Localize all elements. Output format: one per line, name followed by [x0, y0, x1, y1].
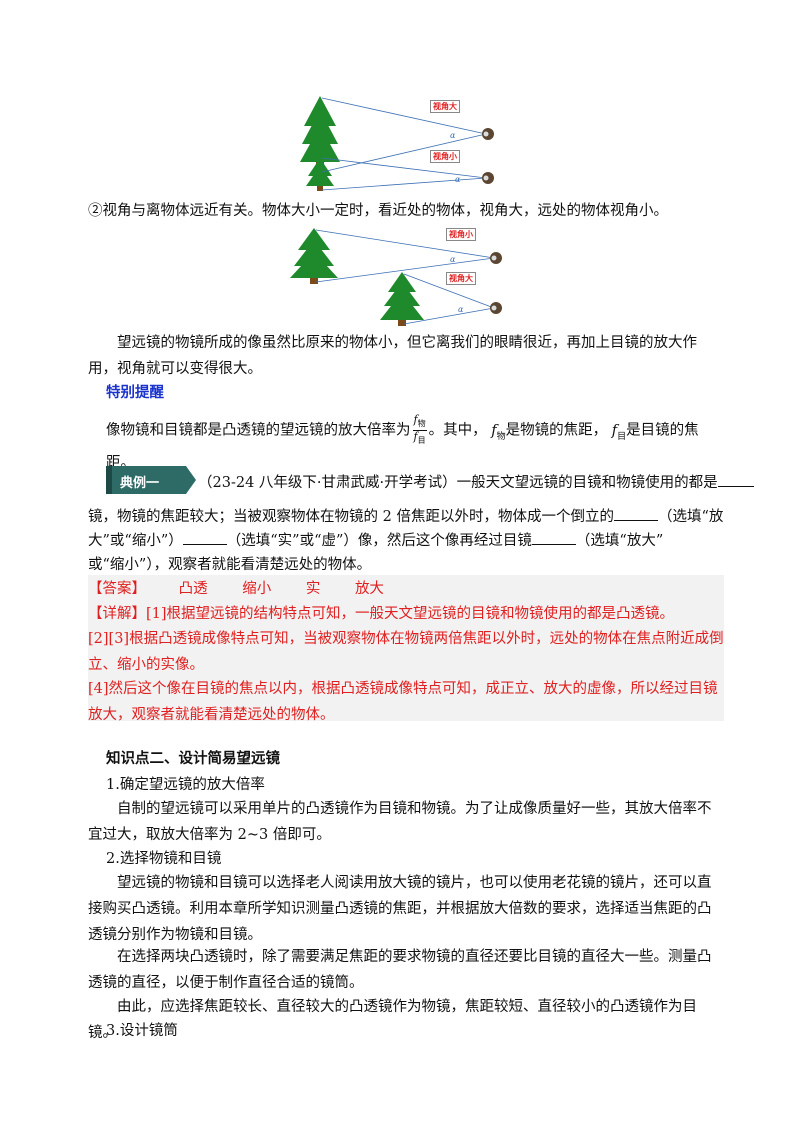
text-3: 在选择两块凸透镜时，除了需要满足焦距的要求物镜的直径还要比目镜的直径大一些。测量…	[88, 949, 712, 991]
figure-view-angle-distance: α α	[290, 228, 502, 326]
blank-3[interactable]	[182, 530, 227, 545]
heading-3: 3.设计镜筒	[106, 1023, 178, 1039]
alpha-label: α	[458, 305, 464, 314]
example-badge-label: 典例一	[120, 476, 160, 491]
heading-1: 1.确定望远镜的放大倍率	[106, 777, 265, 793]
detail-3: [4]然后这个像在目镜的焦点以内，根据凸透镜成像特点可知，成正立、放大的虚像，所…	[88, 681, 718, 723]
tip-text-part1: 像物镜和目镜都是凸透镜的望远镜的放大倍率为	[106, 422, 411, 439]
tree-far	[290, 228, 338, 284]
alpha-label: α	[455, 175, 461, 184]
f-objective: f物	[491, 422, 506, 442]
section-title: 知识点二、设计简易望远镜	[106, 751, 280, 767]
paragraph-telescope-view-angle: 望远镜的物镜所成的像虽然比原来的物体小，但它离我们的眼睛很近，再加上目镜的放大作…	[88, 335, 697, 377]
text-4: 由此，应选择焦距较长、直径较大的凸透镜作为物镜，焦距较短、直径较小的凸透镜作为目…	[88, 999, 697, 1041]
label-view-angle-small: 视角小	[430, 150, 460, 163]
tree-small	[306, 158, 334, 191]
alpha-label: α	[450, 255, 456, 264]
example-badge	[106, 466, 196, 494]
blank-1[interactable]	[717, 472, 754, 487]
detail-2: [2][3]根据凸透镜成像特点可知，当被观察物体在物镜两倍焦距以外时，远处的物体…	[88, 631, 724, 673]
blank-4[interactable]	[531, 530, 576, 545]
label-view-angle-large: 视角大	[446, 272, 476, 285]
figure-view-angle-size: α α	[300, 96, 494, 191]
detail-1: 【详解】[1]根据望远镜的结构特点可知，一般天文望远镜的目镜和物镜使用的都是凸透…	[88, 606, 675, 622]
heading-2: 2.选择物镜和目镜	[106, 851, 222, 867]
tip-title: 特别提醒	[106, 385, 164, 401]
text-2: 望远镜的物镜和目镜可以选择老人阅读用放大镜的镜片，也可以使用老花镜的镜片，还可以…	[88, 875, 712, 943]
label-view-angle-large: 视角大	[430, 100, 460, 113]
paragraph-distance: ②视角与离物体远近有关。物体大小一定时，看近处的物体，视角大，远处的物体视角小。	[88, 203, 668, 219]
blank-2[interactable]	[613, 506, 658, 521]
example-line1: （23-24 八年级下·甘肃武威·开学考试）一般天文望远镜的目镜和物镜使用的都是	[198, 470, 758, 496]
label-view-angle-small: 视角小	[446, 228, 476, 241]
example-line2: 镜，物镜的焦距较大；当被观察物体在物镜的 2 倍焦距以外时，物体成一个倒立的（选…	[88, 504, 738, 530]
answer-box	[88, 575, 724, 721]
alpha-label: α	[450, 131, 456, 140]
answer-line: 【答案】 凸透 缩小 实 放大	[88, 581, 384, 597]
example-line4: 或“缩小”），观察者就能看清楚远处的物体。	[88, 557, 372, 573]
f-eyepiece: f目	[611, 422, 627, 442]
text-1: 自制的望远镜可以采用单片的凸透镜作为目镜和物镜。为了让成像质量好一些，其放大倍率…	[88, 801, 712, 843]
example-line3: 大”或“缩小”）（选填“实”或“虚”）像，然后这个像再经过目镜（选填“放大”	[88, 528, 738, 554]
tree-near	[380, 272, 424, 326]
